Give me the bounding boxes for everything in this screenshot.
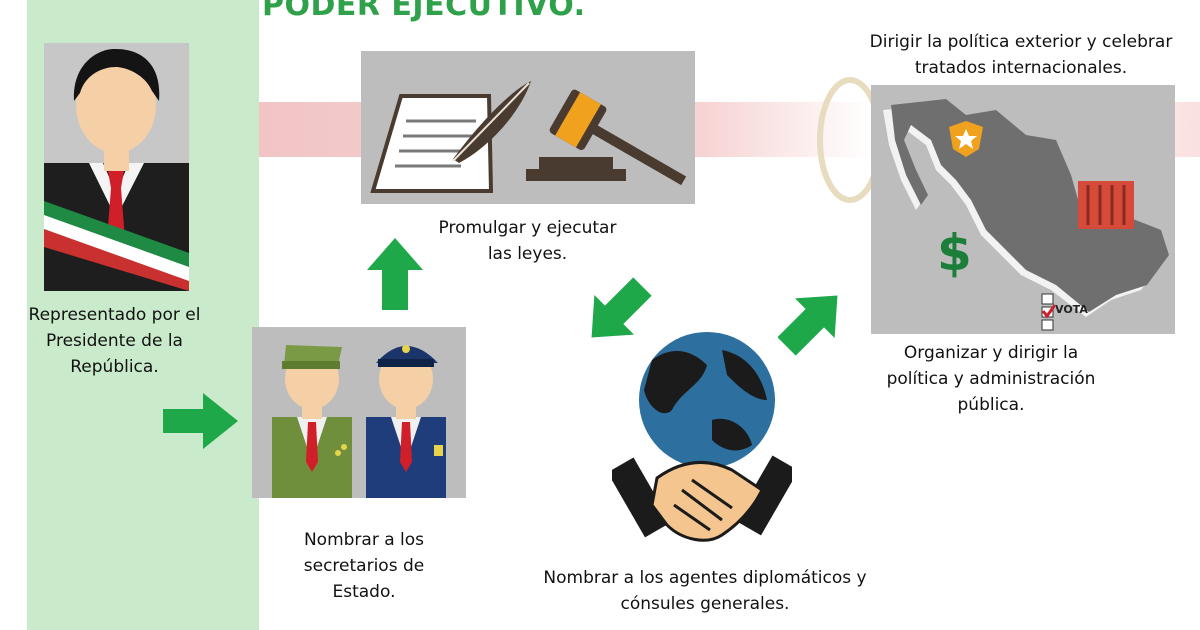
caption-line: Representado por el (28, 305, 201, 325)
caption-line: Dirigir la política exterior y celebrar (869, 32, 1173, 52)
diplomats-caption: Nombrar a los agentes diplomáticos y cón… (525, 565, 885, 617)
caption-line: Nombrar a los (303, 530, 425, 550)
president-icon (44, 43, 189, 291)
caption-line: tratados internacionales. (914, 58, 1128, 78)
caption-line: Promulgar y ejecutar (438, 218, 617, 238)
foreign-policy-caption: Dirigir la política exterior y celebrar … (855, 29, 1187, 81)
caption-line: Estado. (332, 582, 396, 602)
arrow-icon (163, 393, 238, 449)
ballot-checkbox-icon (1041, 293, 1057, 335)
administration-caption: Organizar y dirigir la política y admini… (860, 340, 1122, 418)
caption-line: Nombrar a los agentes diplomáticos y (543, 568, 867, 588)
arrow-icon (367, 238, 423, 310)
arrow-icon (582, 276, 652, 348)
secretaries-caption: Nombrar a los secretarios de Estado. (266, 527, 462, 605)
secretaries-icon (252, 327, 466, 498)
president-caption: Representado por el Presidente de la Rep… (12, 302, 217, 380)
shipping-container-icon (1078, 173, 1138, 237)
caption-line: las leyes. (487, 244, 568, 264)
caption-line: secretarios de (303, 556, 425, 576)
law-panel (361, 51, 695, 204)
caption-line: pública. (957, 395, 1025, 415)
page-title: PODER EJECUTIVO. (262, 0, 586, 23)
globe-handshake-icon (607, 330, 799, 555)
caption-line: República. (70, 357, 159, 377)
vote-label: VOTA (1055, 303, 1088, 316)
caption-line: cónsules generales. (620, 594, 790, 614)
arrow-icon (778, 285, 846, 357)
caption-line: política y administración (886, 369, 1096, 389)
gavel-icon (526, 89, 687, 186)
caption-line: Organizar y dirigir la (903, 343, 1079, 363)
caption-line: Presidente de la (46, 331, 183, 351)
law-scroll-icon (370, 81, 531, 193)
police-badge-icon (949, 121, 983, 161)
laws-caption: Promulgar y ejecutar las leyes. (410, 215, 645, 267)
mexico-map-icon: $ VOTA (871, 85, 1175, 334)
dollar-icon: $ (937, 224, 972, 282)
